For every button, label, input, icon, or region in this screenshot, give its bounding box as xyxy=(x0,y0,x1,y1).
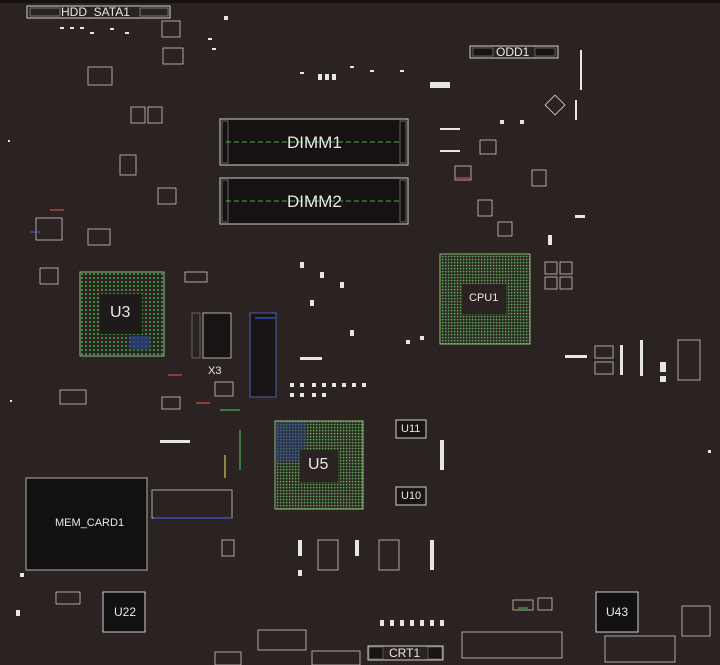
hdd-sata1-connector xyxy=(26,5,171,19)
crt1-label: CRT1 xyxy=(389,646,421,660)
u3-chip xyxy=(79,271,165,357)
hdd-sata1-label: HDD_SATA1 xyxy=(61,5,130,19)
trace-accents xyxy=(30,177,528,609)
diamond-component xyxy=(544,94,566,116)
u43-chip xyxy=(595,591,639,633)
mem-card1-label: MEM_CARD1 xyxy=(55,517,125,529)
x3-label: X3 xyxy=(208,365,222,377)
u43-label: U43 xyxy=(606,605,629,619)
u5-label: U5 xyxy=(308,456,329,473)
u5-chip xyxy=(274,420,364,510)
u10-chip xyxy=(395,486,427,506)
u11-label: U11 xyxy=(401,423,421,435)
misc-components xyxy=(35,20,711,665)
dimm1-slot xyxy=(219,118,409,166)
crt1-connector xyxy=(367,645,444,661)
odd1-connector xyxy=(469,45,559,59)
x3-region xyxy=(191,312,277,398)
u10-label: U10 xyxy=(401,490,422,502)
cpu1-chip xyxy=(439,253,531,345)
mem-card1-slot xyxy=(25,477,148,571)
u22-label: U22 xyxy=(114,605,137,619)
dimm1-label: DIMM1 xyxy=(287,133,342,152)
u11-chip xyxy=(395,419,427,439)
cpu1-label: CPU1 xyxy=(469,292,499,304)
u3-label: U3 xyxy=(110,304,131,321)
odd1-label: ODD1 xyxy=(496,45,530,59)
dimm2-label: DIMM2 xyxy=(287,192,342,211)
u22-chip xyxy=(102,591,146,633)
dimm2-slot xyxy=(219,177,409,225)
passive-components xyxy=(8,16,711,626)
